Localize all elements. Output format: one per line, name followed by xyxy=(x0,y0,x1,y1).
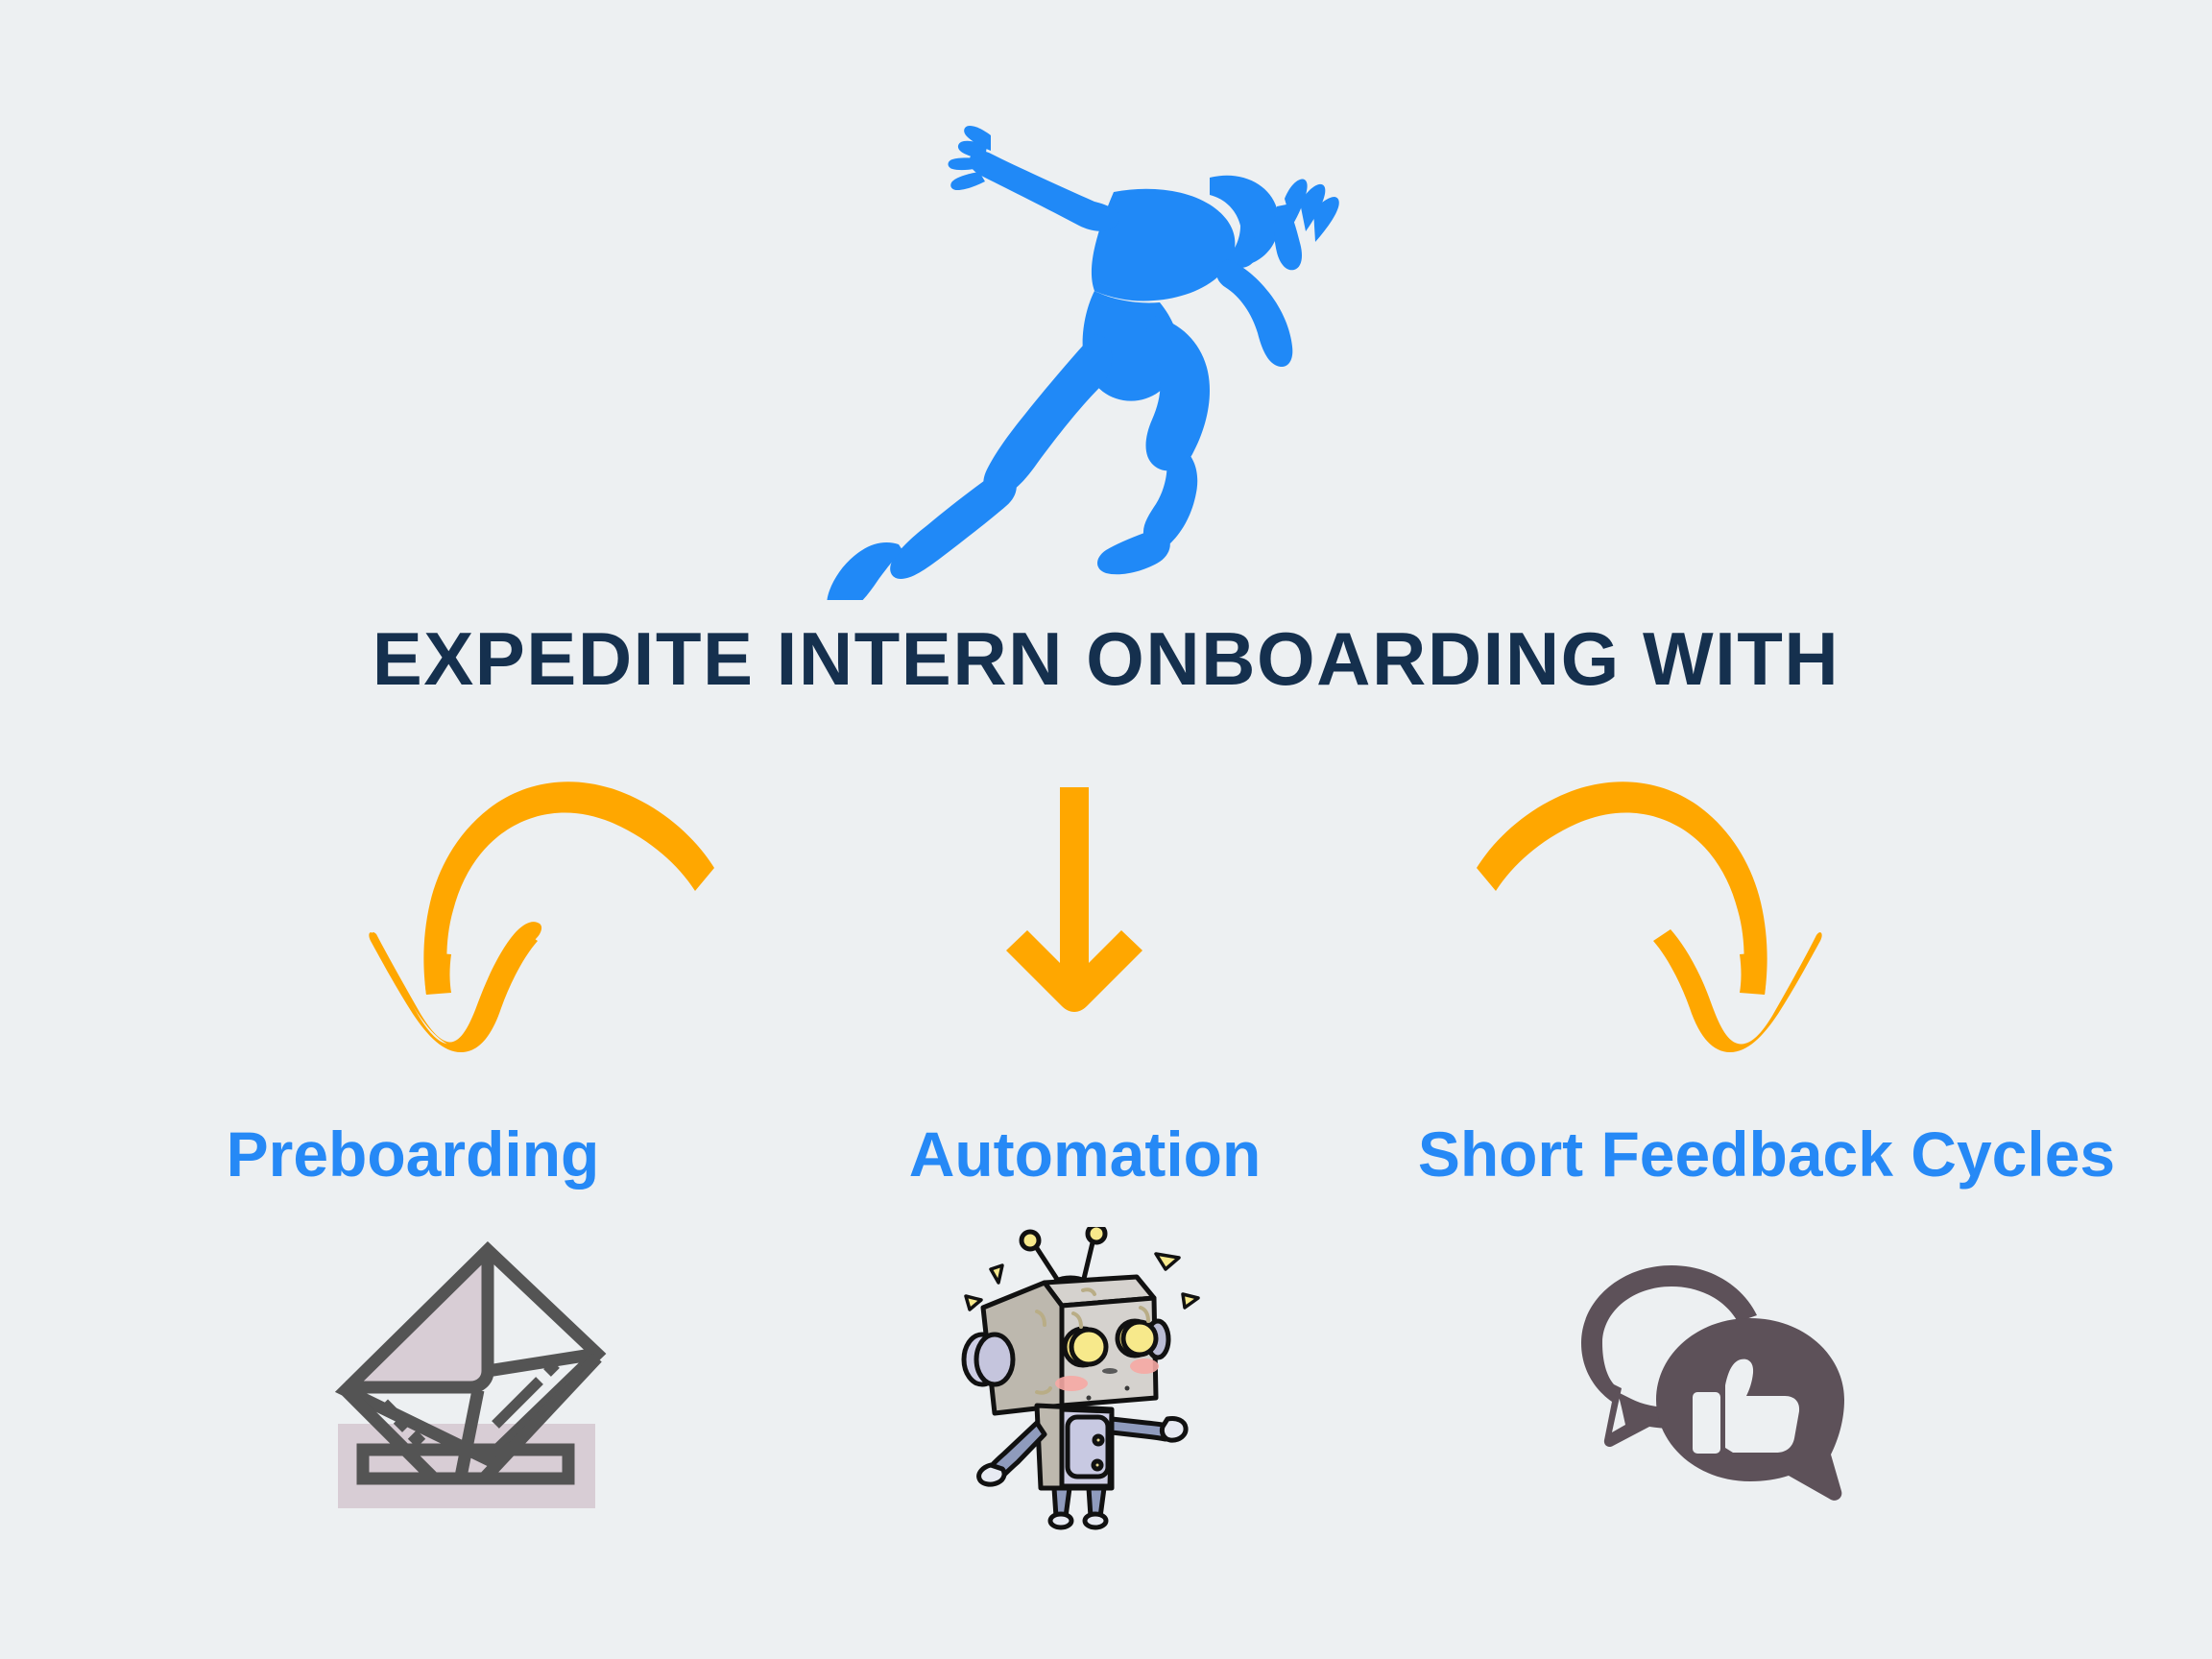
column-label-preboarding: Preboarding xyxy=(226,1118,600,1190)
column-label-short-feedback-cycles: Short Feedback Cycles xyxy=(1417,1118,2116,1190)
running-sprinter-icon xyxy=(806,110,1392,600)
page-title: EXPEDITE INTERN ONBOARDING WITH xyxy=(372,616,1840,701)
column-label-automation: Automation xyxy=(908,1118,1262,1190)
robot-icon xyxy=(949,1227,1227,1534)
straight-arrow-down-icon xyxy=(981,758,1212,1085)
speech-bubbles-thumbs-up-icon xyxy=(1579,1248,1867,1522)
curved-arrow-down-left-icon xyxy=(357,768,760,1080)
curved-arrow-down-right-icon xyxy=(1431,768,1834,1080)
open-envelope-icon xyxy=(317,1237,614,1525)
